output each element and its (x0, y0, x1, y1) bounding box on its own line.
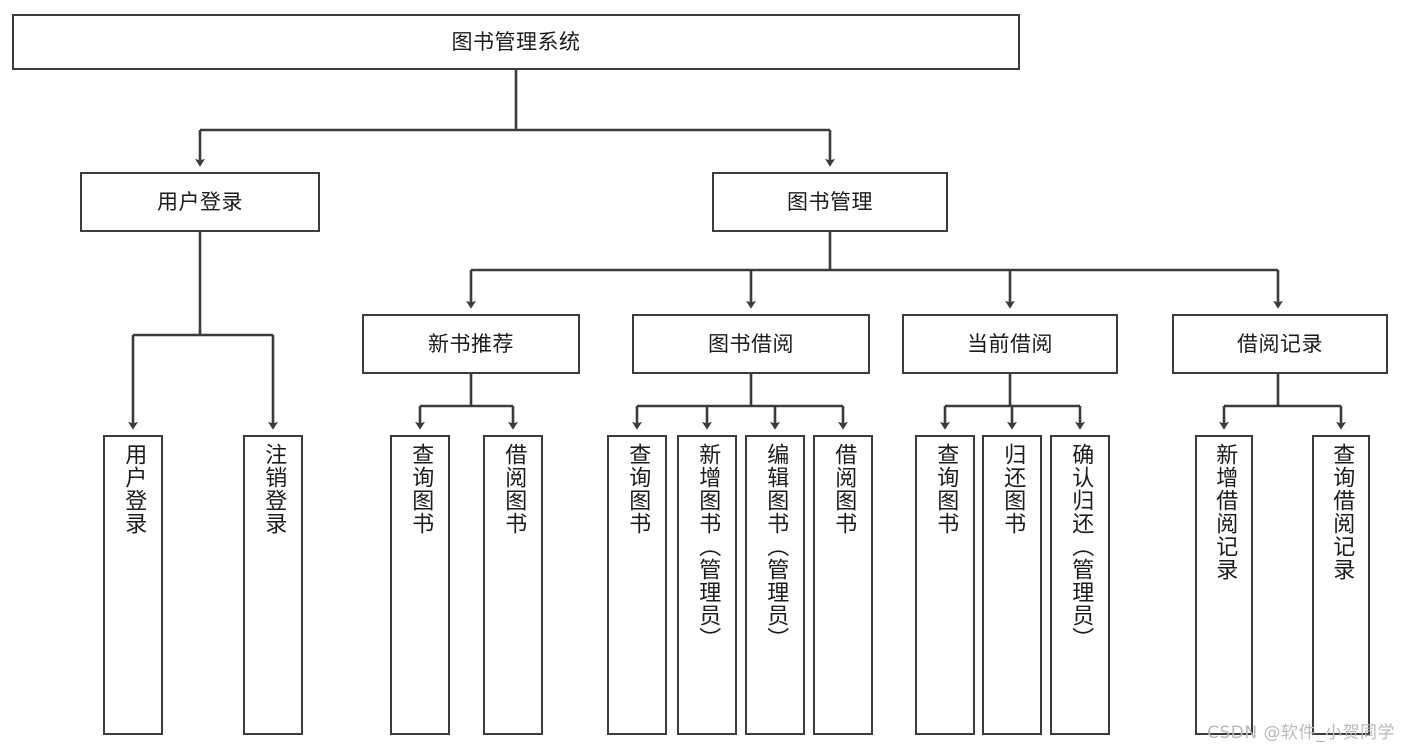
node-label: 查询图书 (625, 443, 651, 535)
node-leaf-borrow-book[interactable]: 借阅图书 (813, 435, 873, 735)
node-label: 图书管理系统 (451, 29, 581, 54)
node-label: 查询图书 (408, 443, 434, 535)
node-leaf-query-book-borrow[interactable]: 查询图书 (607, 435, 667, 735)
node-leaf-logout[interactable]: 注销登录 (243, 435, 303, 735)
node-label: 借阅图书 (501, 443, 527, 535)
node-borrow-record[interactable]: 借阅记录 (1172, 314, 1388, 374)
node-book-borrow[interactable]: 图书借阅 (632, 314, 870, 374)
node-leaf-edit-book-admin[interactable]: 编辑图书（管理员） (745, 435, 805, 735)
node-label: 用户登录 (157, 189, 243, 214)
node-label: 确认归还（管理员） (1068, 443, 1094, 650)
node-label: 注销登录 (261, 443, 287, 535)
node-leaf-query-book-rec[interactable]: 查询图书 (390, 435, 450, 735)
node-label: 借阅图书 (831, 443, 857, 535)
node-label: 当前借阅 (967, 331, 1053, 356)
node-leaf-query-book-current[interactable]: 查询图书 (915, 435, 975, 735)
node-label: 图书管理 (787, 189, 873, 214)
node-leaf-add-borrow-record[interactable]: 新增借阅记录 (1195, 435, 1253, 735)
node-current-borrow[interactable]: 当前借阅 (902, 314, 1118, 374)
node-label: 借阅记录 (1237, 331, 1323, 356)
node-new-book-rec[interactable]: 新书推荐 (362, 314, 580, 374)
node-label: 新书推荐 (428, 331, 514, 356)
node-book-manage[interactable]: 图书管理 (712, 172, 948, 232)
node-label: 新增借阅记录 (1212, 443, 1238, 581)
node-leaf-add-book-admin[interactable]: 新增图书（管理员） (677, 435, 737, 735)
node-label: 查询借阅记录 (1329, 443, 1355, 581)
watermark-text: CSDN @软件_小贺同学 (1207, 723, 1395, 743)
node-leaf-return-book[interactable]: 归还图书 (982, 435, 1042, 735)
node-leaf-user-login[interactable]: 用户登录 (103, 435, 163, 735)
node-user-login[interactable]: 用户登录 (80, 172, 320, 232)
node-label: 查询图书 (933, 443, 959, 535)
node-label: 新增图书（管理员） (695, 443, 721, 650)
node-label: 归还图书 (1000, 443, 1026, 535)
node-label: 图书借阅 (708, 331, 794, 356)
node-root[interactable]: 图书管理系统 (12, 14, 1020, 70)
node-leaf-borrow-book-rec[interactable]: 借阅图书 (483, 435, 543, 735)
node-label: 编辑图书（管理员） (763, 443, 789, 650)
node-label: 用户登录 (121, 443, 147, 535)
node-leaf-query-borrow-record[interactable]: 查询借阅记录 (1312, 435, 1370, 735)
node-leaf-confirm-return-admin[interactable]: 确认归还（管理员） (1050, 435, 1110, 735)
